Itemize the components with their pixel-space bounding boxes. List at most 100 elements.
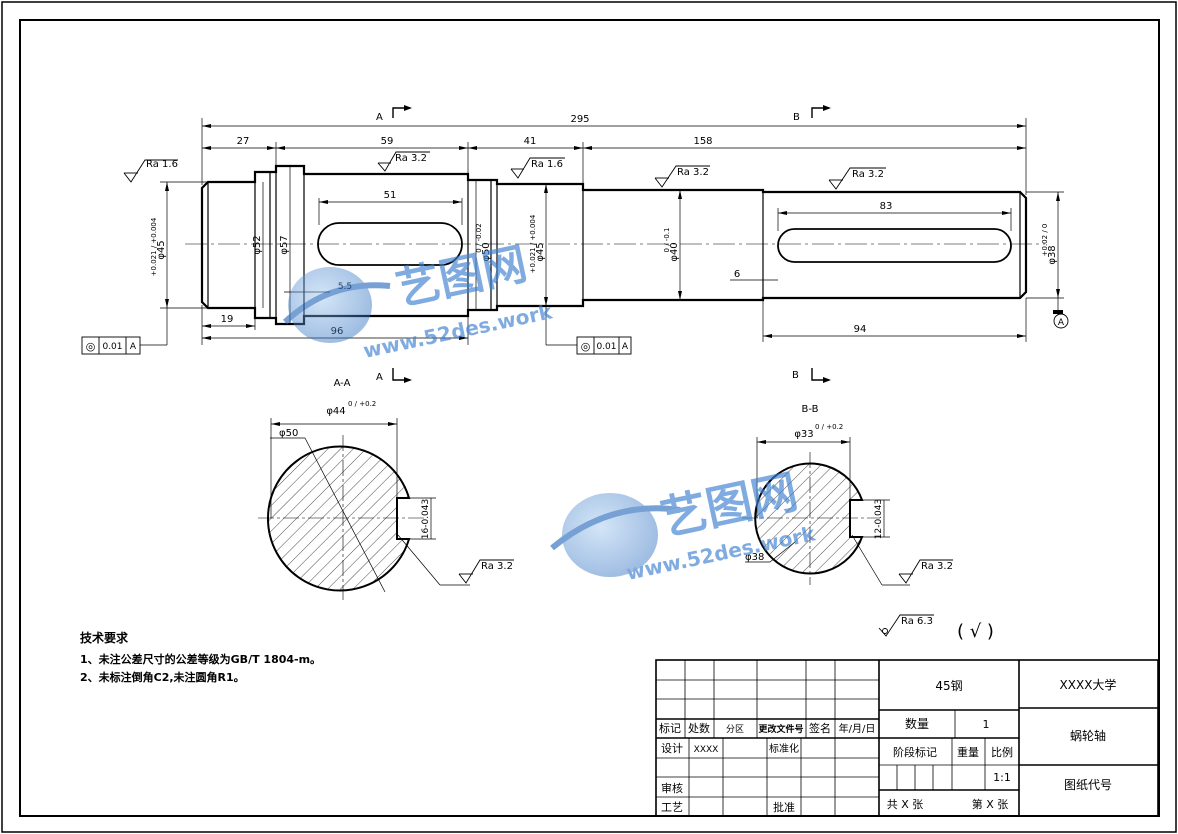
qty-label: 数量: [905, 716, 929, 731]
datum-a: A: [1053, 310, 1069, 329]
roughness-6: Ra 3.2: [481, 561, 513, 572]
aa-keyway: 16-0.043: [421, 499, 431, 539]
designer: XXXX: [694, 745, 719, 755]
approve-label: 批准: [773, 800, 795, 814]
dim-59: 59: [381, 136, 394, 147]
col-doc: 更改文件号: [758, 723, 803, 735]
section-aa-title: A-A: [334, 378, 351, 389]
roughness-4: Ra 3.2: [677, 167, 709, 178]
roughness-3: Ra 1.6: [531, 159, 563, 170]
dim-27: 27: [237, 136, 250, 147]
roughness-general-mark: ( √ ): [957, 621, 994, 642]
dim-dia57: φ57: [279, 235, 290, 254]
section-bb-view: φ33 0 / +0.2 φ38 12-0.043: [742, 423, 910, 586]
dim-295: 295: [570, 114, 589, 125]
title-block-text: 45钢 XXXX大学 蜗轮轴 图纸代号 数量 1 阶段标记 重量 比例 1:1 …: [659, 677, 1116, 814]
drawing-code: 图纸代号: [1064, 778, 1112, 792]
dim-dia50: φ50: [481, 242, 492, 261]
roughness-texts: Ra 1.6 Ra 3.2 Ra 1.6 Ra 3.2 Ra 3.2 Ra 3.…: [146, 153, 994, 642]
col-sign: 签名: [809, 721, 831, 735]
dim-158: 158: [693, 136, 712, 147]
concentricity-icon: ◎: [581, 340, 591, 353]
review-label: 审核: [661, 781, 683, 795]
section-b-top: B: [793, 112, 800, 123]
col-mark: 标记: [659, 721, 681, 735]
tolerance-frame-1: ◎ 0.01 A: [81, 336, 141, 355]
school-name: XXXX大学: [1060, 677, 1117, 692]
material: 45钢: [935, 679, 962, 693]
dim-dia45-right-tol: +0.021 / +0.004: [529, 214, 537, 273]
roughness-general: Ra 6.3: [901, 616, 933, 627]
dim-dia40: φ40: [669, 242, 680, 261]
roughness-7: Ra 3.2: [921, 561, 953, 572]
technical-requirements: 技术要求 1、未注公差尺寸的公差等级为GB/T 1804-m。 2、未标注倒角C…: [80, 630, 321, 684]
dim-dia38: φ38: [1047, 245, 1058, 264]
notes-line-2: 2、未标注倒角C2,未注圆角R1。: [80, 670, 245, 684]
concentricity-icon: ◎: [86, 340, 96, 353]
aa-dia44-tol: 0 / +0.2: [348, 400, 376, 408]
aa-dia44: φ44: [326, 406, 345, 417]
dim-dia38-tol: +0.02 / 0: [1041, 224, 1049, 257]
section-a-top: A: [376, 112, 383, 123]
total-sheets: 共 X 张: [887, 798, 924, 811]
col-count: 处数: [688, 722, 710, 735]
inner-border: [19, 19, 1160, 817]
section-aa-view: φ44 0 / +0.2 φ50 16-0.043: [258, 400, 470, 600]
watermark-url-1: www.52des.work: [361, 299, 555, 363]
dim-51: 51: [384, 190, 397, 201]
roughness-2: Ra 3.2: [395, 153, 427, 164]
dim-dia45-left: φ45: [156, 240, 167, 259]
section-bb-title: B-B: [802, 404, 819, 415]
svg-text:0.01: 0.01: [596, 342, 616, 352]
shaft-main-view: [185, 164, 1045, 326]
aa-dia50: φ50: [279, 428, 298, 439]
roughness-1: Ra 1.6: [146, 159, 178, 170]
bb-dia33: φ33: [794, 429, 813, 440]
qty-value: 1: [983, 718, 990, 731]
dim-41: 41: [524, 136, 537, 147]
scale-label: 比例: [991, 745, 1013, 759]
stage-label: 阶段标记: [893, 745, 937, 759]
dim-dia40-tol: 0 / -0.1: [663, 228, 671, 253]
standard-label: 标准化: [769, 742, 799, 755]
svg-text:A: A: [622, 342, 629, 352]
title-block: [655, 659, 1159, 817]
bb-dia38: φ38: [745, 552, 764, 563]
dim-19: 19: [221, 314, 234, 325]
tolerance-frame-2: ◎ 0.01 A: [576, 336, 632, 355]
section-b-bottom: B: [792, 370, 799, 381]
svg-text:0.01: 0.01: [102, 342, 122, 352]
design-label: 设计: [661, 742, 683, 755]
keyway-1: [317, 222, 463, 266]
col-date: 年/月/日: [839, 722, 876, 735]
dim-dia52: φ52: [252, 235, 263, 254]
weight-label: 重量: [957, 745, 979, 759]
dim-83: 83: [880, 201, 893, 212]
scale-value: 1:1: [993, 771, 1011, 784]
bb-keyway: 12-0.043: [874, 499, 884, 539]
dimension-lines: [140, 118, 1064, 346]
sheet-number: 第 X 张: [972, 797, 1009, 811]
bb-dia33-tol: 0 / +0.2: [815, 423, 843, 431]
watermark-brand-1: 艺图网: [392, 238, 532, 315]
keyway-2: [777, 228, 1012, 263]
roughness-symbols: [123, 151, 953, 637]
section-labels: A A B B A-A B-B: [334, 112, 819, 415]
dim-dia45-right: φ45: [535, 242, 546, 261]
dim-dia50-tol: 0 / -0.02: [475, 223, 483, 252]
watermark-1: 艺图网 www.52des.work: [282, 238, 555, 363]
dim-dia45-left-tol: +0.021 / +0.004: [150, 217, 158, 276]
col-zone: 分区: [726, 724, 744, 735]
notes-title: 技术要求: [80, 630, 129, 645]
section-a-bottom: A: [376, 372, 383, 383]
svg-text:A: A: [130, 342, 137, 352]
svg-text:A: A: [1058, 318, 1065, 328]
roughness-5: Ra 3.2: [852, 169, 884, 180]
process-label: 工艺: [661, 801, 683, 814]
dimension-arrows: [165, 124, 1060, 340]
notes-line-1: 1、未注公差尺寸的公差等级为GB/T 1804-m。: [80, 652, 321, 666]
dim-6: 6: [734, 269, 740, 280]
dimension-texts: 295 27 59 41 158 51 83 19 96 94 6 5.5 φ5…: [150, 114, 1058, 337]
